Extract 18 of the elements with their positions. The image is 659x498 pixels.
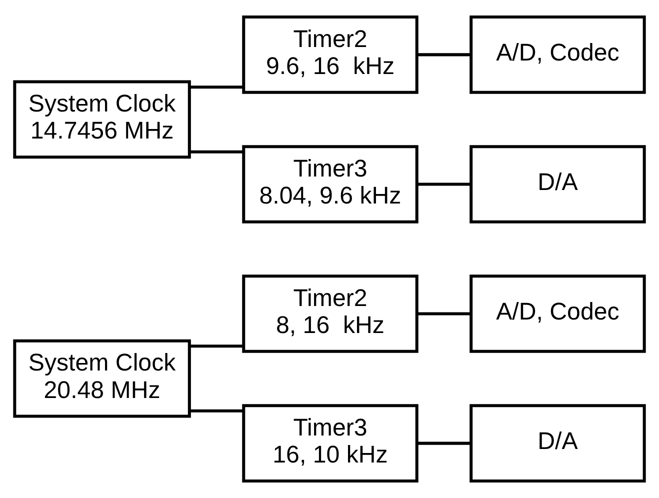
- node-box: D/A: [470, 145, 646, 224]
- node-box: System Clock 20.48 MHz: [13, 339, 191, 418]
- node-box: A/D, Codec: [470, 274, 646, 353]
- connector: [416, 53, 471, 56]
- connector: [416, 442, 471, 445]
- node-box: Timer3 16, 10 kHz: [242, 404, 418, 482]
- connector: [190, 86, 244, 89]
- node-box: A/D, Codec: [470, 16, 646, 94]
- node-box: Timer2 8, 16 kHz: [242, 274, 418, 353]
- node-box: D/A: [470, 404, 646, 482]
- node-box: Timer3 8.04, 9.6 kHz: [242, 145, 418, 224]
- connector: [190, 150, 244, 154]
- connector: [416, 312, 471, 316]
- node-box: Timer2 9.6, 16 kHz: [242, 16, 418, 94]
- connector: [190, 344, 244, 348]
- connector: [416, 182, 471, 186]
- connector: [190, 409, 244, 412]
- node-box: System Clock 14.7456 MHz: [13, 80, 191, 159]
